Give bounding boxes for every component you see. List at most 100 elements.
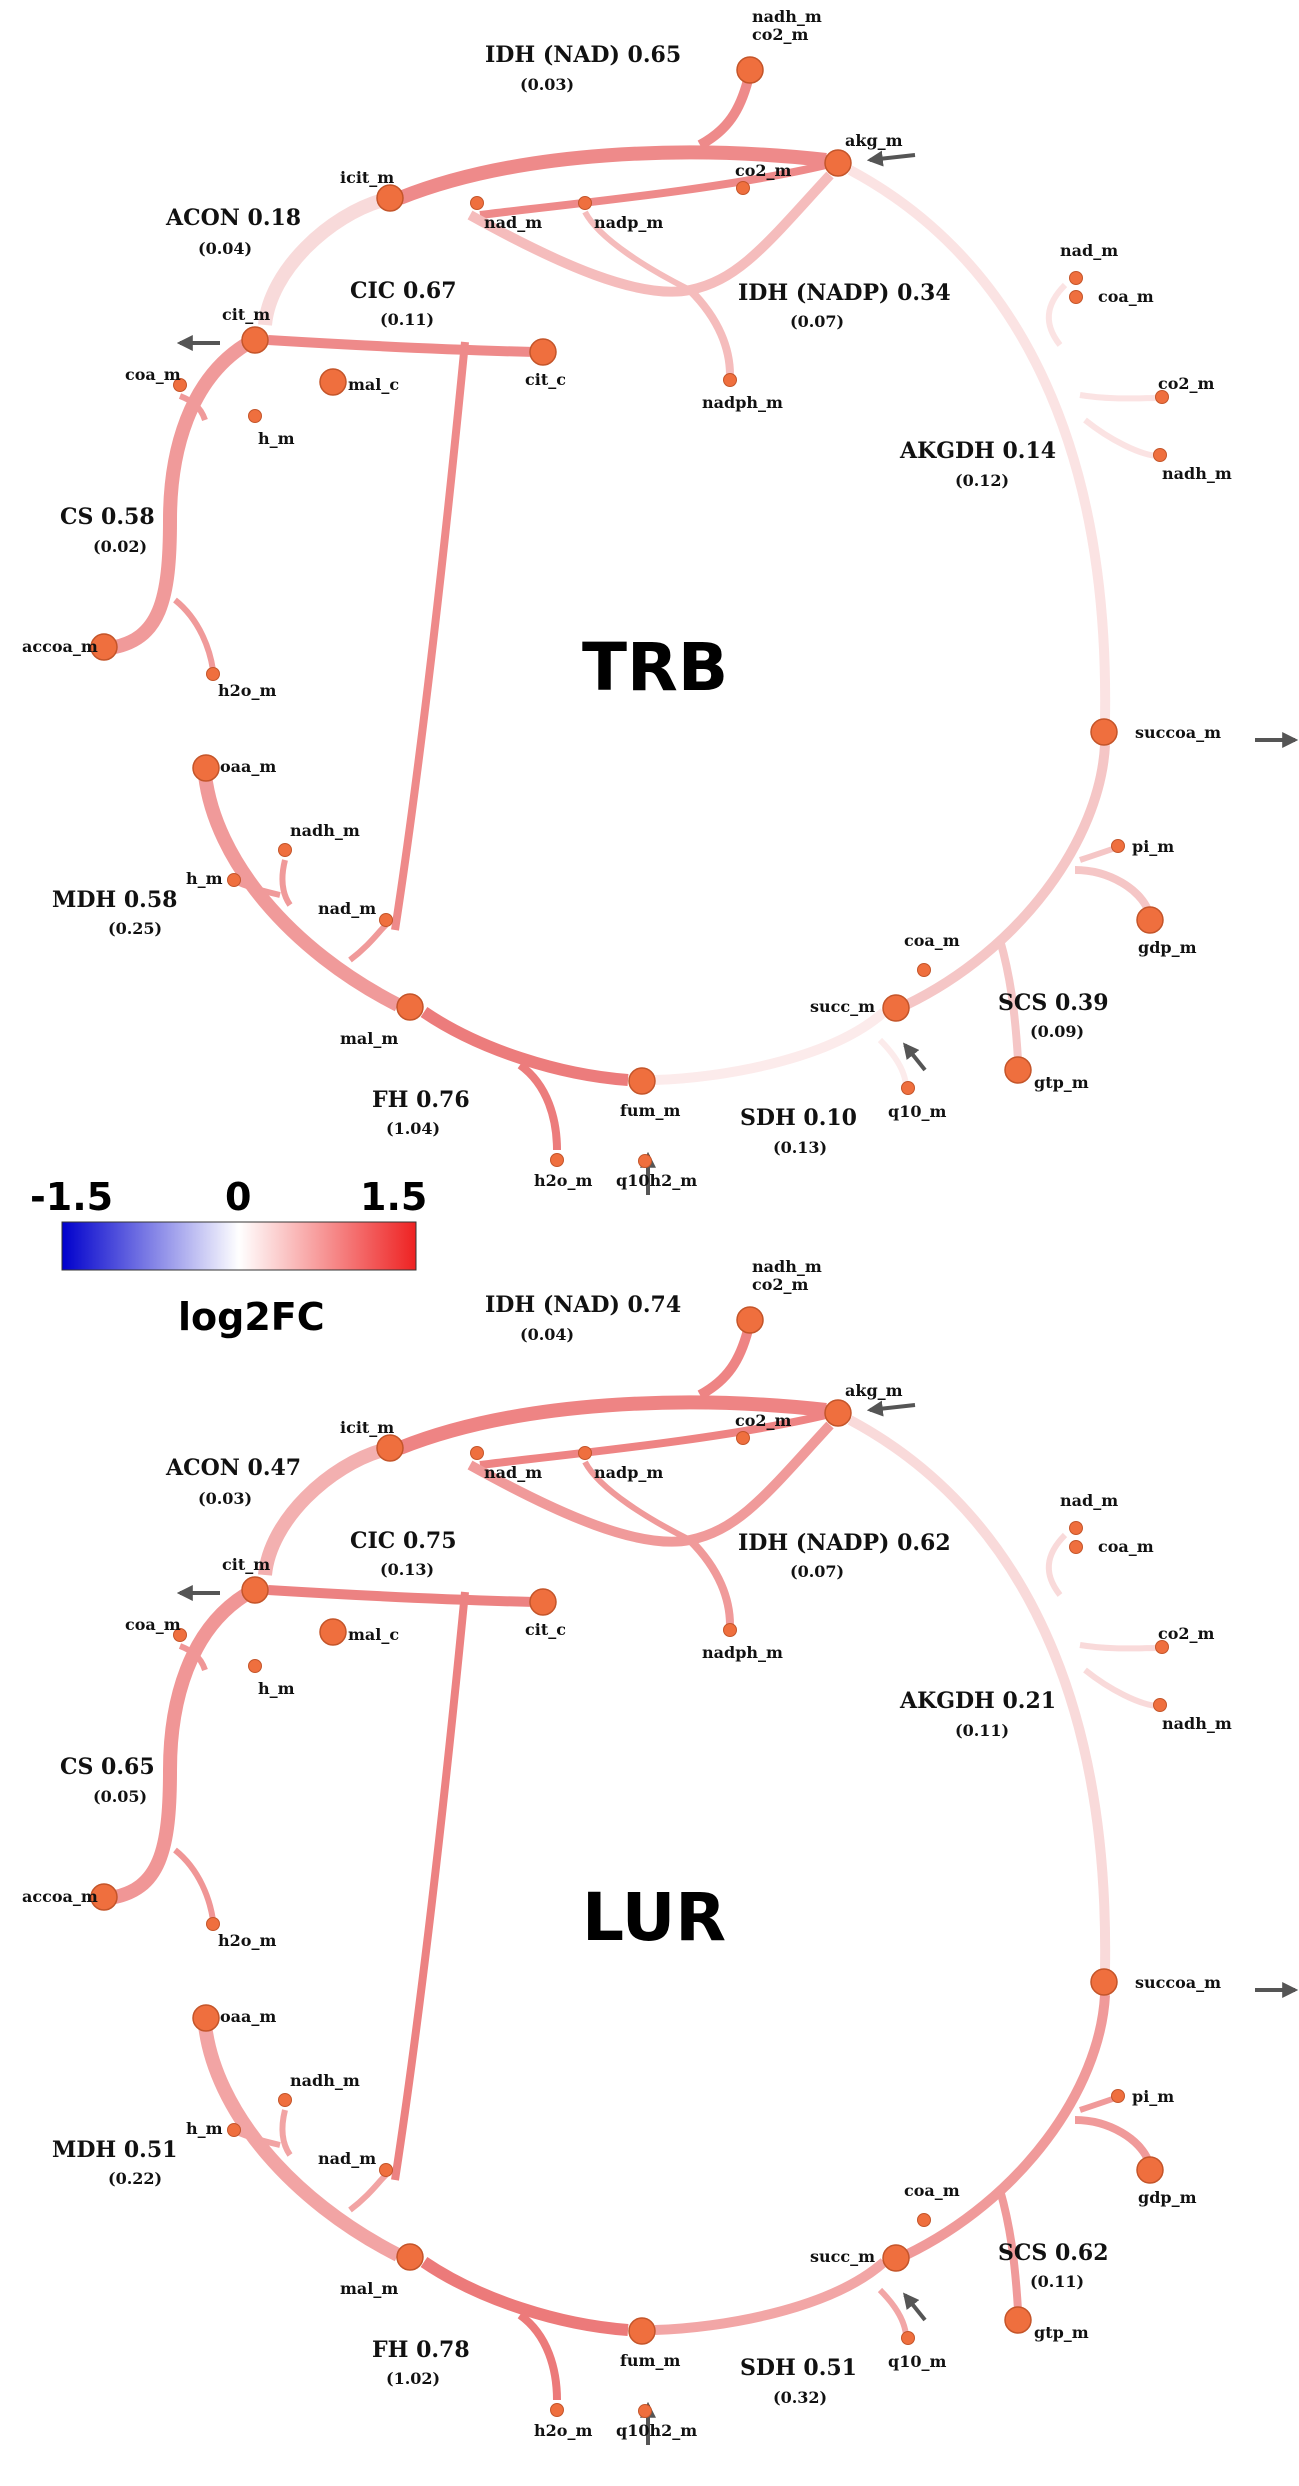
metabolite-label-h2o_m_fh: h2o_m: [534, 2421, 592, 2440]
metabolite-node-nadh_m_top[interactable]: [736, 56, 764, 84]
metabolite-node-gdp_m[interactable]: [1136, 906, 1164, 934]
flux-edge-idh_nad: [479, 1411, 827, 1469]
metabolite-label-accoa_m: accoa_m: [22, 637, 98, 656]
metabolite-node-nadph_m[interactable]: [723, 1623, 737, 1637]
metabolite-node-succ_m[interactable]: [882, 994, 910, 1022]
metabolite-node-coa_m_akg[interactable]: [1069, 290, 1083, 304]
flux-edge-idh_nad: [697, 78, 753, 150]
metabolite-node-accoa_m[interactable]: [90, 633, 118, 661]
metabolite-node-coa_m_scs[interactable]: [917, 963, 931, 977]
metabolite-node-mal_c[interactable]: [319, 1618, 347, 1646]
reaction-label-cs: CS 0.65: [60, 1754, 155, 1780]
metabolite-node-nad_m_akg[interactable]: [1069, 1521, 1083, 1535]
flux-edge-akgdh: [1083, 1667, 1159, 1709]
metabolite-node-h_m_cs[interactable]: [248, 1659, 262, 1673]
metabolite-label-q10_m: q10_m: [888, 2352, 946, 2371]
reaction-pvalue-acon: (0.04): [198, 239, 252, 258]
flux-edge-scs: [996, 938, 1022, 1061]
reaction-label-cs: CS 0.58: [60, 504, 155, 530]
metabolite-node-co2_m_nadp[interactable]: [736, 181, 750, 195]
metabolite-label-mal_m: mal_m: [340, 1029, 398, 1048]
metabolite-node-nad_m_idh[interactable]: [470, 196, 484, 210]
metabolite-node-mal_m[interactable]: [396, 993, 424, 1021]
metabolite-node-succ_m[interactable]: [882, 2244, 910, 2272]
metabolite-node-mal_m[interactable]: [396, 2243, 424, 2271]
metabolite-node-fum_m[interactable]: [628, 2317, 656, 2345]
metabolite-node-pi_m[interactable]: [1111, 2089, 1125, 2103]
metabolite-label-gdp_m: gdp_m: [1138, 938, 1197, 957]
flux-edge-akgdh: [1083, 417, 1159, 459]
metabolite-node-cit_m[interactable]: [241, 326, 269, 354]
metabolite-node-akg_m[interactable]: [824, 149, 852, 177]
metabolite-label-q10h2_m: q10h2_m: [616, 1171, 697, 1190]
metabolite-node-h_m_mdh[interactable]: [227, 873, 241, 887]
metabolite-node-nad_m_idh[interactable]: [470, 1446, 484, 1460]
metabolite-label-coa_m_scs: coa_m: [904, 2181, 960, 2200]
metabolite-node-fum_m[interactable]: [628, 1067, 656, 1095]
metabolite-node-nadp_m[interactable]: [578, 1446, 592, 1460]
metabolite-node-coa_m_akg[interactable]: [1069, 1540, 1083, 1554]
metabolite-node-nad_m_akg[interactable]: [1069, 271, 1083, 285]
reaction-pvalue-fh: (1.04): [386, 1119, 440, 1138]
metabolite-node-coa_m_scs[interactable]: [917, 2213, 931, 2227]
flux-edge-scs: [903, 1994, 1110, 2260]
metabolite-node-gtp_m[interactable]: [1004, 2306, 1032, 2334]
metabolite-label-h2o_m_cs: h2o_m: [218, 1931, 276, 1950]
metabolite-node-nadh_m_mdh[interactable]: [278, 2093, 292, 2107]
metabolite-node-q10h2_m[interactable]: [638, 1154, 652, 1168]
flux-edge-sdh: [877, 1037, 909, 1086]
metabolite-node-h_m_mdh[interactable]: [227, 2123, 241, 2137]
metabolite-label-nad_m_akg: nad_m: [1060, 241, 1118, 260]
metabolite-node-h2o_m_fh[interactable]: [550, 2403, 564, 2417]
metabolite-node-nadh_m_top[interactable]: [736, 1306, 764, 1334]
metabolite-node-nadph_m[interactable]: [723, 373, 737, 387]
metabolite-node-oaa_m[interactable]: [192, 754, 220, 782]
metabolite-node-co2_m_akg[interactable]: [1155, 1640, 1169, 1654]
metabolite-node-icit_m[interactable]: [376, 1434, 404, 1462]
metabolite-label-mal_m: mal_m: [340, 2279, 398, 2298]
metabolite-node-nadp_m[interactable]: [578, 196, 592, 210]
flux-edge-mdh: [348, 2172, 389, 2213]
reaction-pvalue-scs: (0.11): [1030, 2272, 1084, 2291]
metabolite-node-gtp_m[interactable]: [1004, 1056, 1032, 1084]
reaction-label-cic: CIC 0.67: [350, 278, 457, 304]
metabolite-node-h_m_cs[interactable]: [248, 409, 262, 423]
reaction-label-idh_nadp: IDH (NADP) 0.62: [738, 1530, 951, 1556]
metabolite-node-q10h2_m[interactable]: [638, 2404, 652, 2418]
flux-edge-sdh: [877, 2287, 909, 2336]
metabolite-node-h2o_m_cs[interactable]: [206, 667, 220, 681]
metabolite-node-icit_m[interactable]: [376, 184, 404, 212]
metabolite-node-nadh_m_akg[interactable]: [1153, 448, 1167, 462]
metabolite-node-co2_m_akg[interactable]: [1155, 390, 1169, 404]
panel-title: LUR: [582, 1879, 726, 1956]
metabolite-node-nadh_m_mdh[interactable]: [278, 843, 292, 857]
metabolite-label-akg_m: akg_m: [845, 1381, 903, 1400]
indicator-arrow: [866, 150, 916, 167]
metabolite-node-q10_m[interactable]: [901, 2331, 915, 2345]
metabolite-label-accoa_m: accoa_m: [22, 1887, 98, 1906]
metabolite-node-mal_c[interactable]: [319, 368, 347, 396]
metabolite-node-succoa_m[interactable]: [1090, 1968, 1118, 1996]
metabolite-node-q10_m[interactable]: [901, 1081, 915, 1095]
metabolite-node-h2o_m_cs[interactable]: [206, 1917, 220, 1931]
metabolite-node-oaa_m[interactable]: [192, 2004, 220, 2032]
metabolite-node-cit_c[interactable]: [529, 338, 557, 366]
metabolite-label-nadh_m_top: nadh_m: [752, 7, 822, 26]
metabolite-node-cit_m[interactable]: [241, 1576, 269, 1604]
metabolite-label-nadph_m: nadph_m: [702, 393, 783, 412]
metabolite-node-nad_m_mdh[interactable]: [379, 2163, 393, 2177]
reaction-label-sdh: SDH 0.10: [740, 1105, 857, 1131]
metabolite-node-pi_m[interactable]: [1111, 839, 1125, 853]
metabolite-node-gdp_m[interactable]: [1136, 2156, 1164, 2184]
metabolite-node-cit_c[interactable]: [529, 1588, 557, 1616]
metabolite-node-coa_m_cs[interactable]: [173, 378, 187, 392]
metabolite-node-nadh_m_akg[interactable]: [1153, 1698, 1167, 1712]
metabolite-node-akg_m[interactable]: [824, 1399, 852, 1427]
metabolite-node-nad_m_mdh[interactable]: [379, 913, 393, 927]
metabolite-node-accoa_m[interactable]: [90, 1883, 118, 1911]
metabolite-label-co2_m_nadp: co2_m: [735, 1411, 792, 1430]
metabolite-node-coa_m_cs[interactable]: [173, 1628, 187, 1642]
metabolite-node-h2o_m_fh[interactable]: [550, 1153, 564, 1167]
metabolite-node-co2_m_nadp[interactable]: [736, 1431, 750, 1445]
metabolite-node-succoa_m[interactable]: [1090, 718, 1118, 746]
